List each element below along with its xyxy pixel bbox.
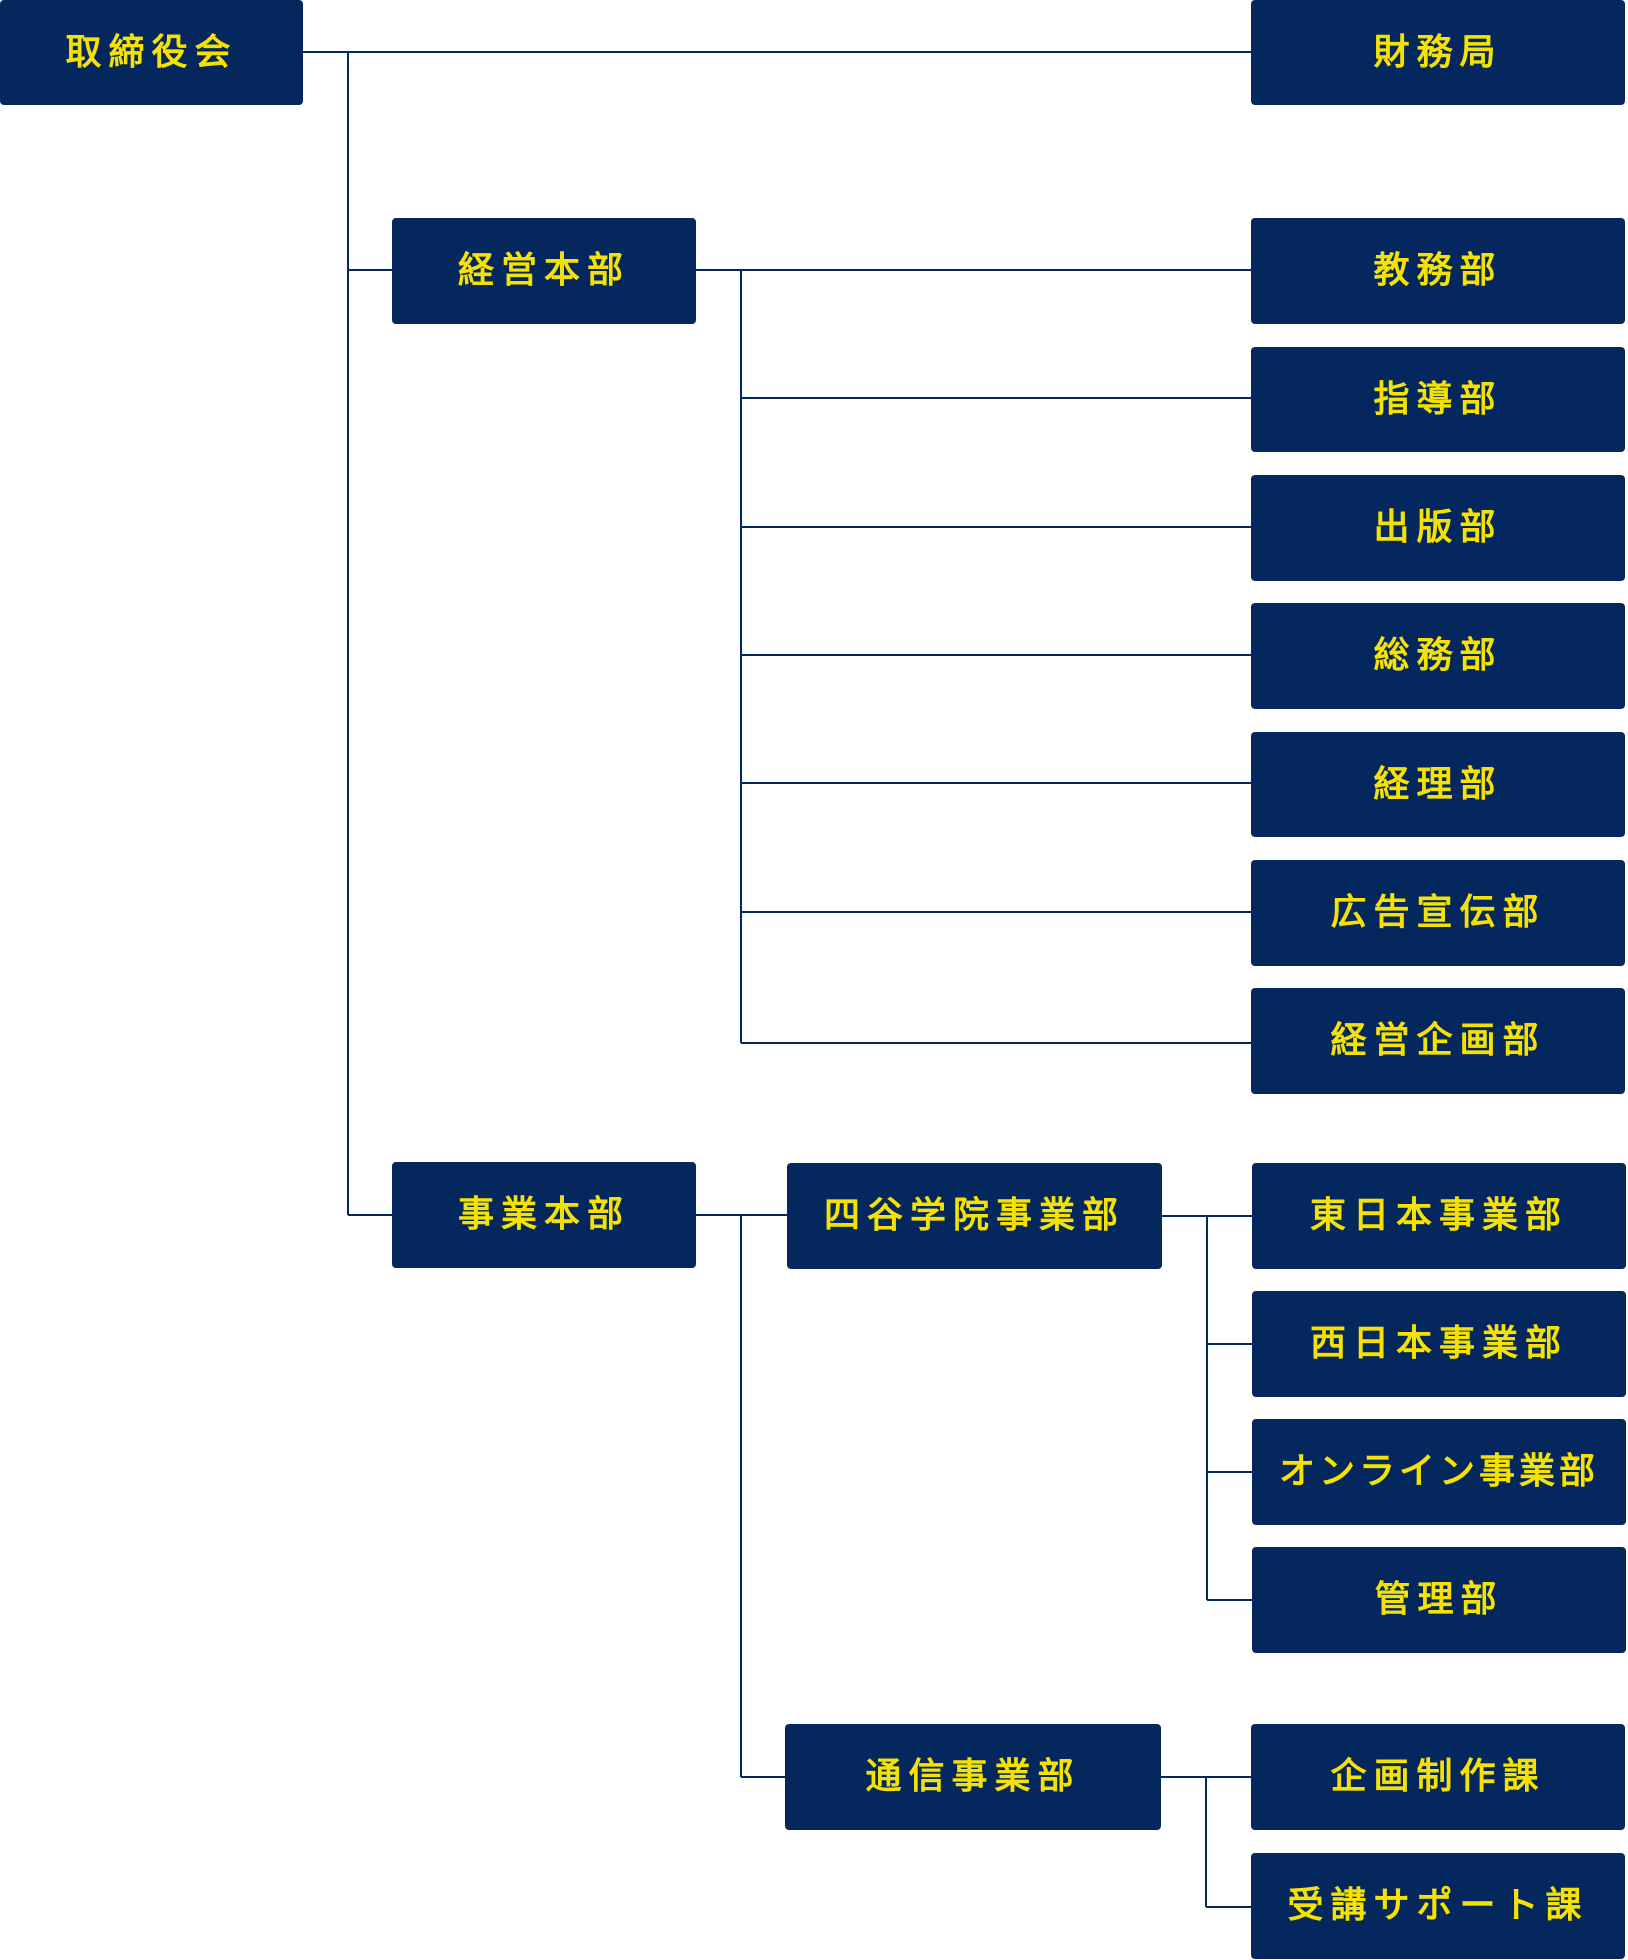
node-publishing-dept-label: 出版部	[1373, 507, 1503, 548]
node-education-dept[interactable]: 教務部	[1251, 218, 1625, 324]
node-student-support-section-label: 受講サポート課	[1287, 1885, 1589, 1926]
node-administration-dept-label: 管理部	[1374, 1579, 1504, 1620]
node-online-division-label: オンライン事業部	[1278, 1451, 1599, 1492]
node-east-japan-division-label: 東日本事業部	[1309, 1195, 1568, 1236]
node-education-dept-label: 教務部	[1373, 250, 1503, 291]
node-correspondence-division[interactable]: 通信事業部	[785, 1724, 1161, 1830]
node-advertising-dept[interactable]: 広告宣伝部	[1251, 860, 1625, 966]
node-corporate-planning-dept-label: 経営企画部	[1330, 1020, 1546, 1061]
node-east-japan-division[interactable]: 東日本事業部	[1252, 1163, 1626, 1269]
node-planning-production-section-label: 企画制作課	[1330, 1756, 1546, 1797]
node-guidance-dept[interactable]: 指導部	[1251, 347, 1625, 452]
node-board[interactable]: 取締役会	[0, 0, 303, 105]
node-management-hq-label: 経営本部	[457, 250, 630, 291]
node-student-support-section[interactable]: 受講サポート課	[1251, 1853, 1625, 1959]
node-advertising-dept-label: 広告宣伝部	[1330, 892, 1546, 933]
node-business-hq-label: 事業本部	[457, 1194, 630, 1235]
node-general-affairs-dept-label: 総務部	[1373, 635, 1503, 676]
node-guidance-dept-label: 指導部	[1373, 378, 1503, 420]
node-corporate-planning-dept[interactable]: 経営企画部	[1251, 988, 1625, 1094]
node-administration-dept[interactable]: 管理部	[1252, 1547, 1626, 1653]
node-business-hq[interactable]: 事業本部	[392, 1162, 696, 1268]
node-management-hq[interactable]: 経営本部	[392, 218, 696, 324]
node-finance-bureau[interactable]: 財務局	[1251, 0, 1625, 105]
node-west-japan-division-label: 西日本事業部	[1309, 1323, 1568, 1364]
node-online-division[interactable]: オンライン事業部	[1252, 1419, 1626, 1525]
node-yotsuya-gakuin-division[interactable]: 四谷学院事業部	[787, 1163, 1162, 1269]
node-planning-production-section[interactable]: 企画制作課	[1251, 1724, 1625, 1830]
node-accounting-dept-label: 経理部	[1373, 763, 1503, 805]
node-finance-bureau-label: 財務局	[1373, 31, 1503, 73]
node-correspondence-division-label: 通信事業部	[865, 1756, 1081, 1797]
node-board-label: 取締役会	[65, 31, 238, 73]
node-general-affairs-dept[interactable]: 総務部	[1251, 603, 1625, 709]
node-west-japan-division[interactable]: 西日本事業部	[1252, 1291, 1626, 1397]
node-publishing-dept[interactable]: 出版部	[1251, 475, 1625, 581]
node-accounting-dept[interactable]: 経理部	[1251, 732, 1625, 837]
node-yotsuya-gakuin-division-label: 四谷学院事業部	[823, 1195, 1125, 1236]
